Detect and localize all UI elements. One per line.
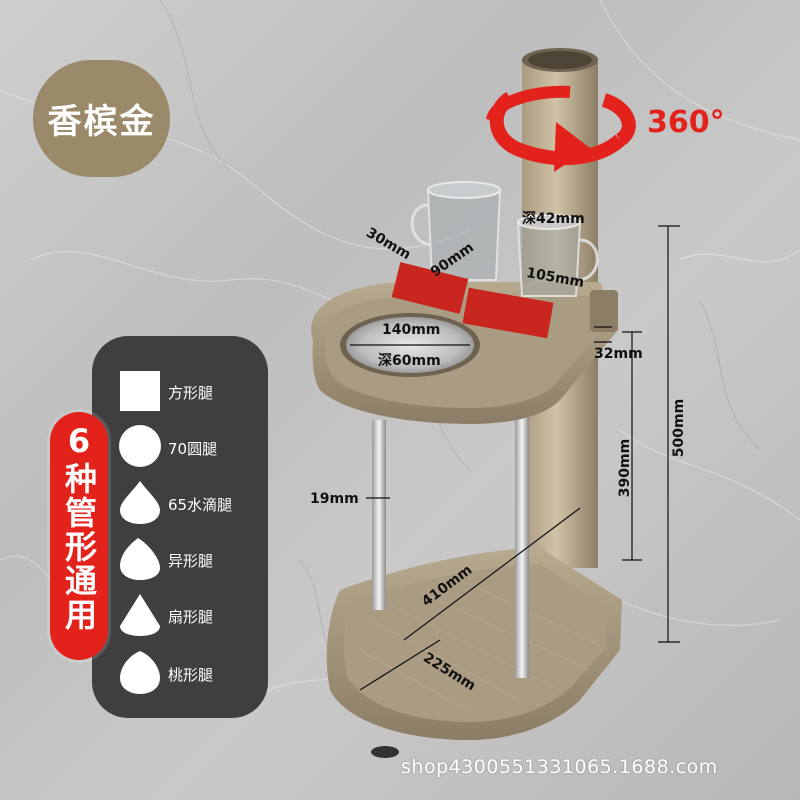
irregular-leg-icon — [120, 538, 160, 580]
chrome-rod-right — [515, 410, 529, 678]
leg-label-irregular: 异形腿 — [168, 552, 214, 570]
compat-text: 6种管形通用 — [60, 422, 98, 632]
color-badge: 香槟金 — [33, 60, 170, 177]
dim-height-500: 500mm — [671, 398, 688, 458]
peach-leg-icon — [120, 651, 160, 694]
leg-label-square: 方形腿 — [168, 384, 214, 402]
bottom-tray — [326, 548, 622, 758]
fan-leg-icon — [120, 594, 160, 636]
rotation-label: 360° — [647, 105, 725, 140]
square-leg-icon — [120, 371, 160, 411]
leg-item-fan — [118, 592, 162, 636]
dimension-lines — [350, 225, 680, 691]
leg-label-round: 70圆腿 — [168, 440, 218, 458]
dim-bowl-diameter: 140mm — [382, 322, 441, 338]
leg-label-waterdrop: 65水滴腿 — [168, 496, 233, 514]
leg-label-peach: 桃形腿 — [168, 666, 214, 684]
leg-item-irregular — [118, 536, 162, 580]
waterdrop-leg-icon — [120, 481, 160, 524]
dim-cup-slot-depth: 深42mm — [522, 211, 585, 227]
chrome-rod-left — [372, 420, 386, 610]
dim-height-390: 390mm — [617, 438, 634, 498]
tea-boxes — [391, 262, 554, 339]
color-name: 香槟金 — [47, 102, 156, 142]
leg-item-peach — [118, 650, 162, 694]
leg-item-square — [118, 369, 162, 413]
leg-item-round — [118, 424, 162, 468]
rotation-arrow-icon — [486, 85, 636, 172]
glass-cups — [410, 181, 599, 297]
leg-item-waterdrop — [118, 480, 162, 524]
round-leg-icon — [119, 425, 161, 467]
leg-label-fan: 扇形腿 — [168, 608, 214, 626]
dim-bowl-depth: 深60mm — [378, 353, 441, 369]
shop-watermark: shop4300551331065.1688.com — [401, 756, 718, 778]
dim-rod-19: 19mm — [310, 491, 359, 507]
dim-rim-32: 32mm — [594, 346, 643, 362]
compat-badge: 6种管形通用 — [50, 412, 108, 660]
